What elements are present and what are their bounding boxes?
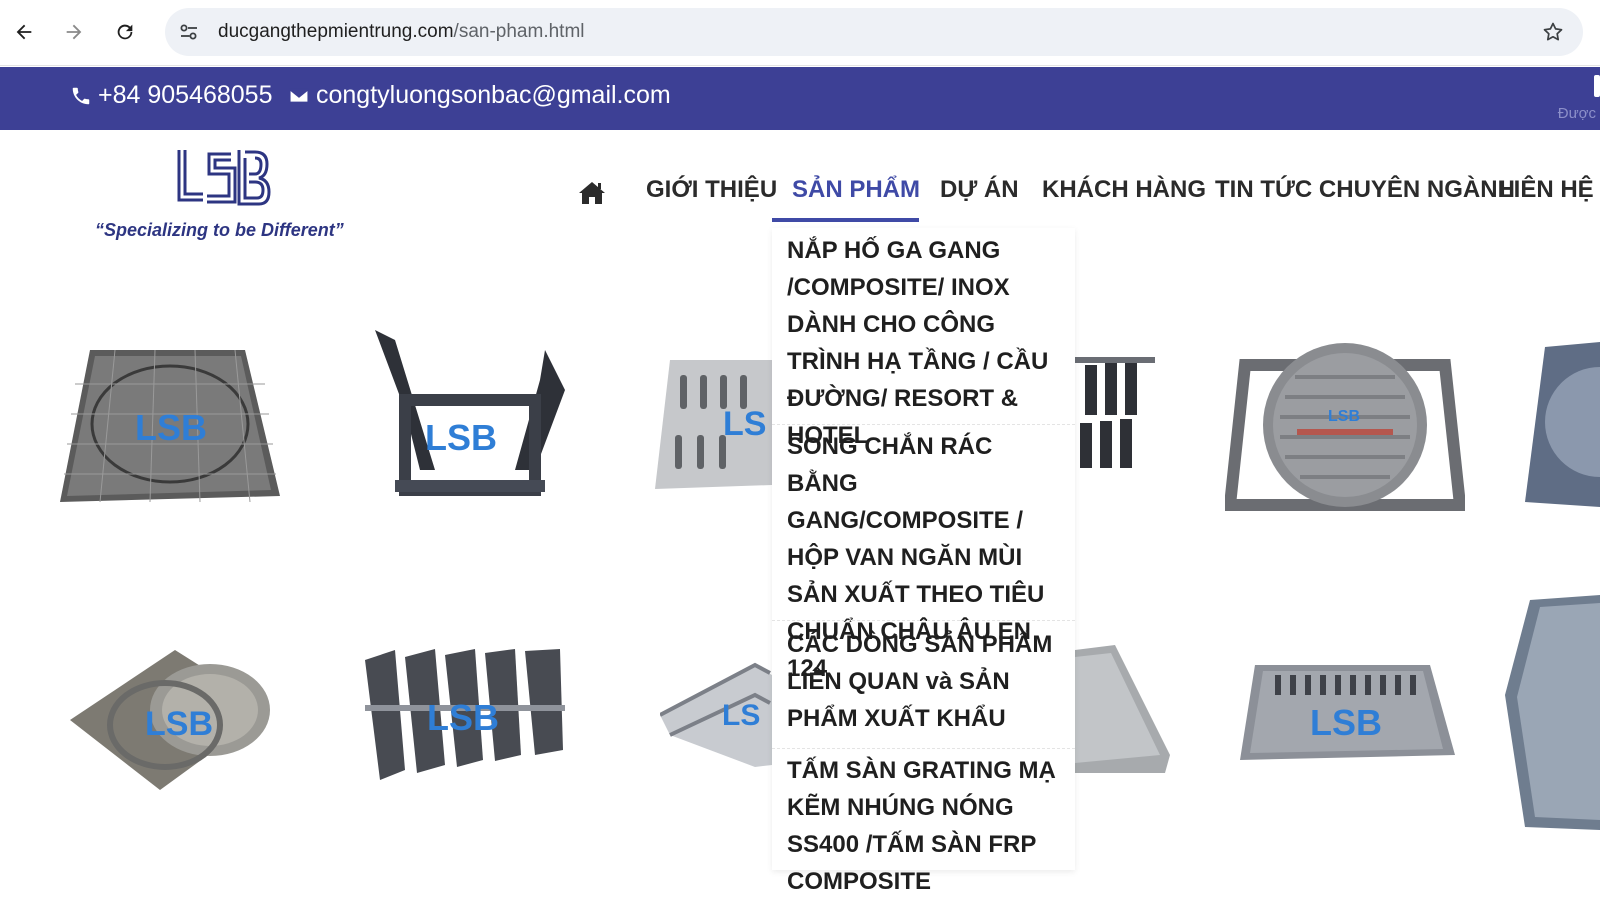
product-image[interactable]: LSB	[65, 640, 275, 795]
lsb-logo-mark	[177, 150, 271, 206]
edge-faint-text: Được	[1557, 105, 1596, 122]
i-beam-stack-image: LSB	[365, 649, 565, 780]
nav-lien-he[interactable]: LIÊN HỆ	[1499, 176, 1594, 203]
edge-widget[interactable]	[1594, 75, 1600, 97]
product-image[interactable]: LSB	[365, 320, 575, 500]
svg-text:LSB: LSB	[425, 417, 497, 458]
reload-icon	[117, 24, 133, 40]
steel-beam-image	[1075, 357, 1155, 468]
email-contact[interactable]: congtyluongsonbac@gmail.com	[288, 81, 671, 110]
phone-icon	[72, 87, 90, 104]
browser-toolbar: ducgangthepmientrung.com/san-pham.html	[0, 0, 1600, 66]
product-image[interactable]: LSB	[1235, 655, 1460, 770]
phone-text: +84 905468055	[98, 81, 273, 109]
nav-gioi-thieu[interactable]: GIỚI THIỆU	[646, 176, 778, 203]
envelope-icon	[289, 88, 309, 103]
dropdown-separator	[772, 620, 1075, 621]
svg-text:LSB: LSB	[1328, 408, 1360, 425]
contact-bar: +84 905468055 congtyluongsonbac@gmail.co…	[0, 67, 1600, 130]
email-text: congtyluongsonbac@gmail.com	[316, 81, 671, 109]
nav-du-an[interactable]: DỰ ÁN	[940, 176, 1019, 203]
home-icon[interactable]	[578, 180, 606, 206]
manhole-cover-square-image: LSB	[60, 349, 280, 503]
url-text[interactable]: ducgangthepmientrung.com/san-pham.html	[218, 21, 585, 42]
product-image[interactable]: LS	[659, 655, 772, 770]
nav-active-underline	[772, 218, 919, 222]
svg-text:LSB: LSB	[1310, 702, 1382, 743]
product-image[interactable]: LSB	[55, 344, 285, 514]
product-image[interactable]: LSB	[365, 645, 565, 780]
forward-button[interactable]	[56, 14, 92, 50]
c-channel-steel-image: LS	[659, 662, 772, 767]
svg-text:LSB: LSB	[427, 697, 499, 738]
arrow-left-icon	[16, 24, 32, 40]
round-manhole-frame-image: LSB	[1223, 343, 1467, 511]
star-icon[interactable]	[1541, 20, 1565, 44]
product-image[interactable]: LSB	[1223, 335, 1467, 515]
dropdown-item-manhole-covers[interactable]: NẮP HỐ GA GANG /COMPOSITE/ INOX DÀNH CHO…	[787, 237, 1049, 449]
site-logo[interactable]: “Specializing to be Different”	[95, 148, 355, 248]
logo-tagline: “Specializing to be Different”	[95, 220, 344, 240]
grating-drain-image: LSB	[1240, 665, 1455, 760]
nav-tin-tuc[interactable]: TIN TỨC CHUYÊN NGÀNH	[1215, 176, 1515, 203]
cover-partial-image	[1525, 342, 1600, 507]
dropdown-item-grating-floor[interactable]: TẤM SÀN GRATING MẠ KẼM NHÚNG NÓNG SS400 …	[787, 757, 1056, 895]
svg-text:LSB: LSB	[135, 407, 207, 448]
dropdown-separator	[772, 424, 1075, 425]
tall-frame-image	[1505, 595, 1600, 830]
tune-icon[interactable]	[177, 20, 201, 44]
steel-grate-image: LS	[655, 360, 772, 489]
stone-manhole-cover-image: LSB	[70, 650, 270, 790]
nav-khach-hang[interactable]: KHÁCH HÀNG	[1042, 176, 1206, 203]
dropdown-item-related-products[interactable]: CÁC DÒNG SẢN PHẨM LIÊN QUAN và SẢN PHẨM …	[787, 631, 1053, 732]
svg-text:LS: LS	[722, 699, 760, 732]
product-image[interactable]	[1525, 342, 1600, 507]
product-image[interactable]	[1075, 355, 1155, 470]
products-dropdown: NẮP HỐ GA GANG /COMPOSITE/ INOX DÀNH CHO…	[772, 228, 1075, 895]
hinged-frame-image: LSB	[375, 330, 565, 496]
reload-button[interactable]	[107, 14, 143, 50]
product-image[interactable]: LS	[655, 355, 772, 495]
back-button[interactable]	[6, 14, 42, 50]
address-bar[interactable]: ducgangthepmientrung.com/san-pham.html	[165, 8, 1583, 56]
product-image[interactable]	[1075, 645, 1175, 775]
arrow-right-icon	[66, 24, 82, 40]
product-grid: LSB LSB LS	[0, 300, 1600, 870]
svg-text:LS: LS	[723, 405, 766, 443]
phone-contact[interactable]: +84 905468055	[70, 81, 273, 110]
nav-san-pham[interactable]: SẢN PHẨM	[792, 176, 921, 203]
dropdown-separator	[772, 748, 1075, 749]
dropdown-item-drain-grates[interactable]: SONG CHẮN RÁC BẰNG GANG/COMPOSITE / HỘP …	[787, 433, 1045, 682]
svg-text:LSB: LSB	[145, 705, 213, 743]
product-image[interactable]	[1505, 595, 1600, 830]
square-cover-image	[1075, 645, 1170, 773]
